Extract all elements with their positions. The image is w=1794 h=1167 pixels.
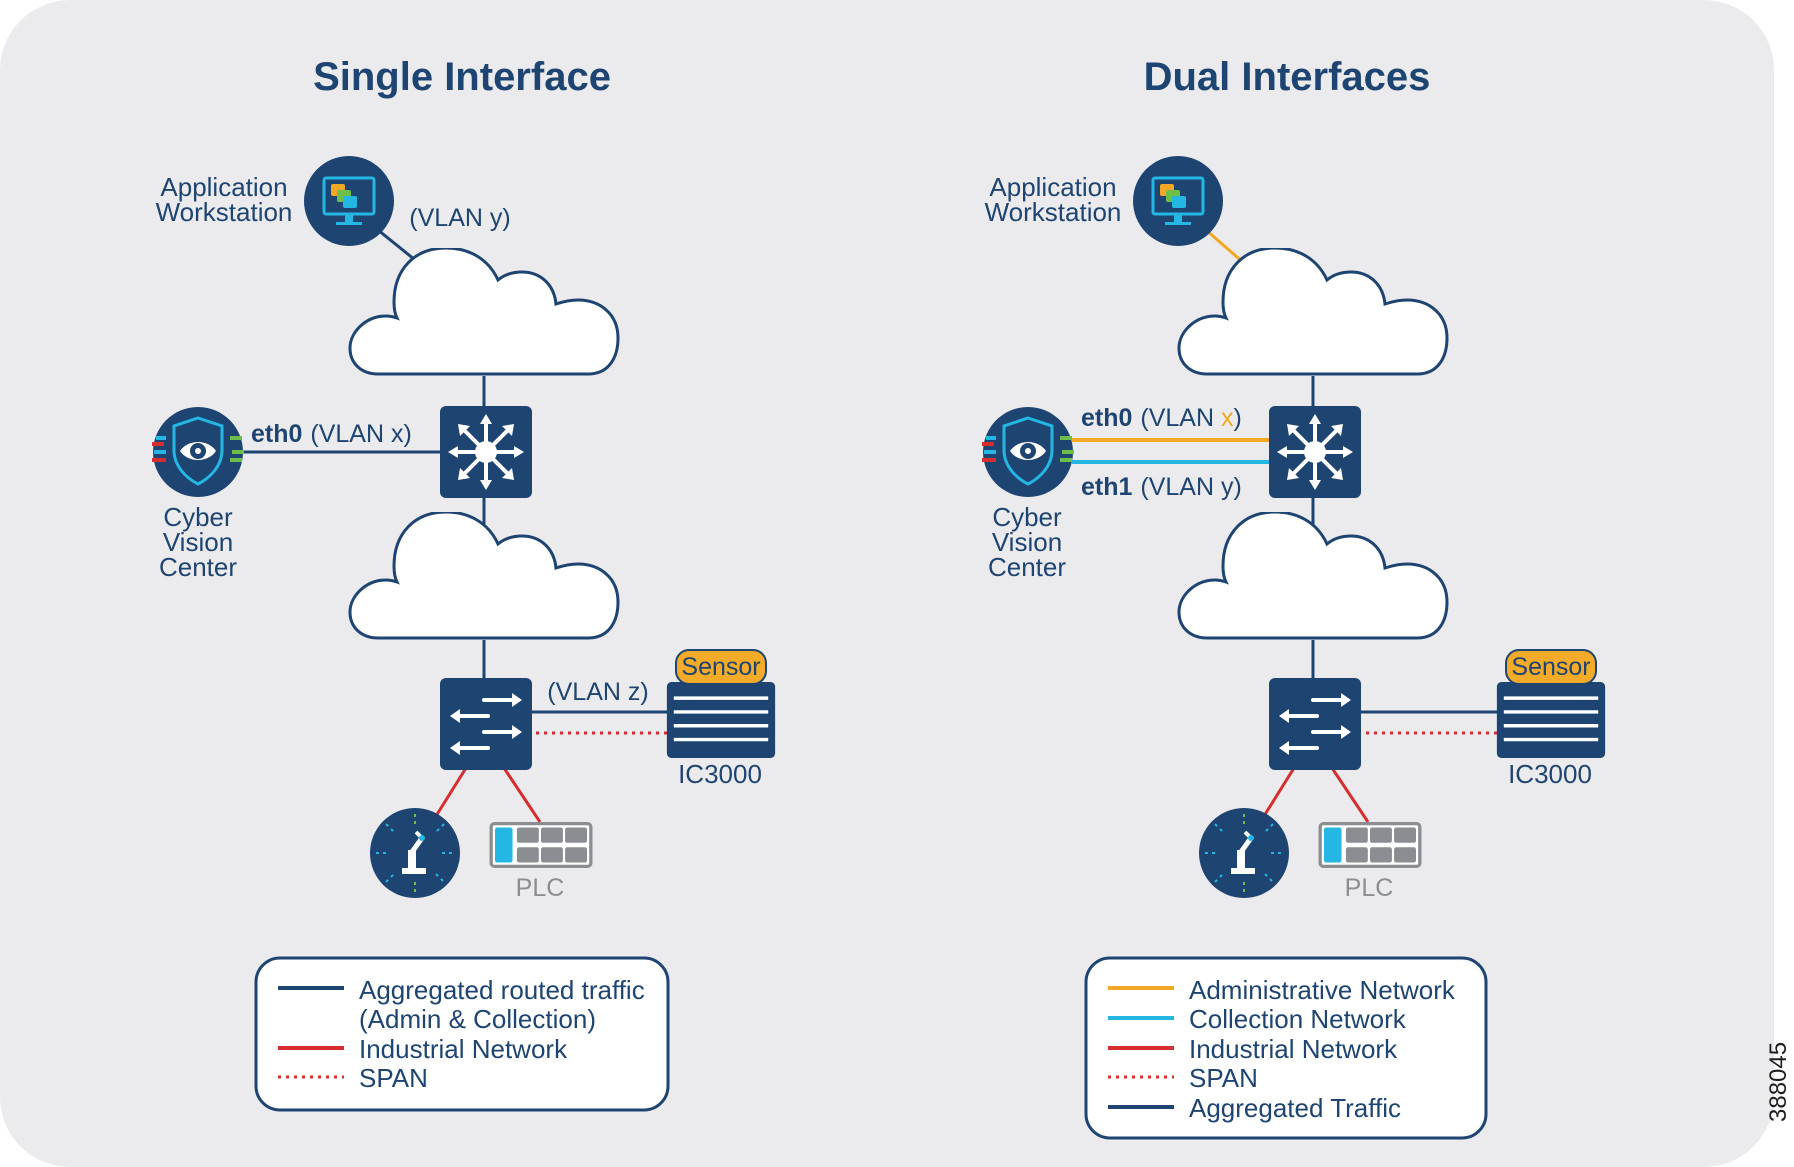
legend-item-admin: Administrative Network	[1189, 975, 1456, 1005]
robot-arm-icon	[370, 808, 460, 898]
legend-item-collection: Collection Network	[1189, 1004, 1407, 1034]
center-label-line3: Center	[988, 552, 1066, 582]
ic3000-label: IC3000	[678, 759, 762, 789]
eth0-label: eth0 (VLAN x)	[1081, 404, 1242, 432]
eth0-vlan: (VLAN x)	[310, 420, 411, 448]
industrial-link-robot	[434, 767, 468, 817]
legend-box	[1084, 956, 1488, 1140]
monitor-icon	[1133, 156, 1223, 246]
robot-arm-icon	[1199, 808, 1289, 898]
industrial-link-plc	[1330, 767, 1370, 823]
eth0-name: eth0	[1081, 404, 1132, 432]
single-interface-title: Single Interface	[313, 55, 611, 99]
plc-icon	[1318, 822, 1422, 868]
sensor-badge-label: Sensor	[681, 653, 760, 681]
industrial-link-robot	[1262, 767, 1296, 817]
single-interface-panel: Single Interface Sensor Application Work…	[152, 55, 776, 1112]
plc-label: PLC	[1345, 874, 1394, 902]
sensor-badge	[675, 649, 767, 685]
workstation-label-line2: Workstation	[156, 197, 293, 227]
sensor-appliance-icon	[1496, 682, 1606, 758]
ic3000-label: IC3000	[1508, 759, 1592, 789]
eth0-label: eth0 (VLAN x)	[251, 420, 412, 448]
sensor-badge	[1505, 649, 1597, 685]
dual-interfaces-title: Dual Interfaces	[1144, 55, 1431, 99]
dual-interfaces-panel: Dual Interfaces Sensor Application Works…	[982, 55, 1606, 1140]
vlan-y-label: (VLAN y)	[409, 204, 510, 232]
switch-icon	[440, 678, 532, 770]
legend-item-industrial: Industrial Network	[359, 1034, 568, 1064]
router-icon	[440, 406, 532, 498]
industrial-link-plc	[502, 767, 542, 823]
legend-item-aggregated: Aggregated Traffic	[1189, 1093, 1401, 1123]
center-label-line3: Center	[159, 552, 237, 582]
center-label-line1: Cyber	[163, 502, 233, 532]
workstation-label-line1: Application	[989, 172, 1116, 202]
eth0-vlan-var: x	[1221, 404, 1234, 432]
workstation-label-line1: Application	[160, 172, 287, 202]
workstation-label-line2: Workstation	[985, 197, 1122, 227]
legend-item-industrial: Industrial Network	[1189, 1034, 1398, 1064]
center-label-line2: Vision	[163, 527, 233, 557]
legend-box	[254, 956, 670, 1112]
legend-item-aggregated: Aggregated routed traffic	[359, 975, 645, 1005]
plc-label: PLC	[516, 874, 565, 902]
monitor-icon	[304, 156, 394, 246]
sensor-badge-label: Sensor	[1511, 653, 1590, 681]
vlan-z-label: (VLAN z)	[547, 678, 648, 706]
switch-icon	[1269, 678, 1361, 770]
eth0-vlan-open: (VLAN	[1140, 404, 1221, 432]
plc-icon	[489, 822, 593, 868]
dual-interfaces-legend: Administrative Network Collection Networ…	[1084, 956, 1488, 1140]
router-icon	[1269, 406, 1361, 498]
eth1-vlan: (VLAN y)	[1140, 473, 1241, 501]
eth1-name: eth1	[1081, 473, 1133, 501]
eth0-vlan-close: )	[1234, 404, 1242, 432]
single-interface-legend: Aggregated routed traffic (Admin & Colle…	[254, 956, 670, 1112]
legend-item-span: SPAN	[1189, 1063, 1258, 1093]
figure-id: 388045	[1765, 1042, 1792, 1122]
legend-item-span: SPAN	[359, 1063, 428, 1093]
eth0-name: eth0	[251, 420, 302, 448]
center-label-line2: Vision	[992, 527, 1062, 557]
legend-item-admin-collection: (Admin & Collection)	[359, 1004, 596, 1034]
sensor-appliance-icon	[666, 682, 776, 758]
center-label-line1: Cyber	[992, 502, 1062, 532]
eth1-label: eth1(VLAN y)	[1081, 473, 1242, 501]
